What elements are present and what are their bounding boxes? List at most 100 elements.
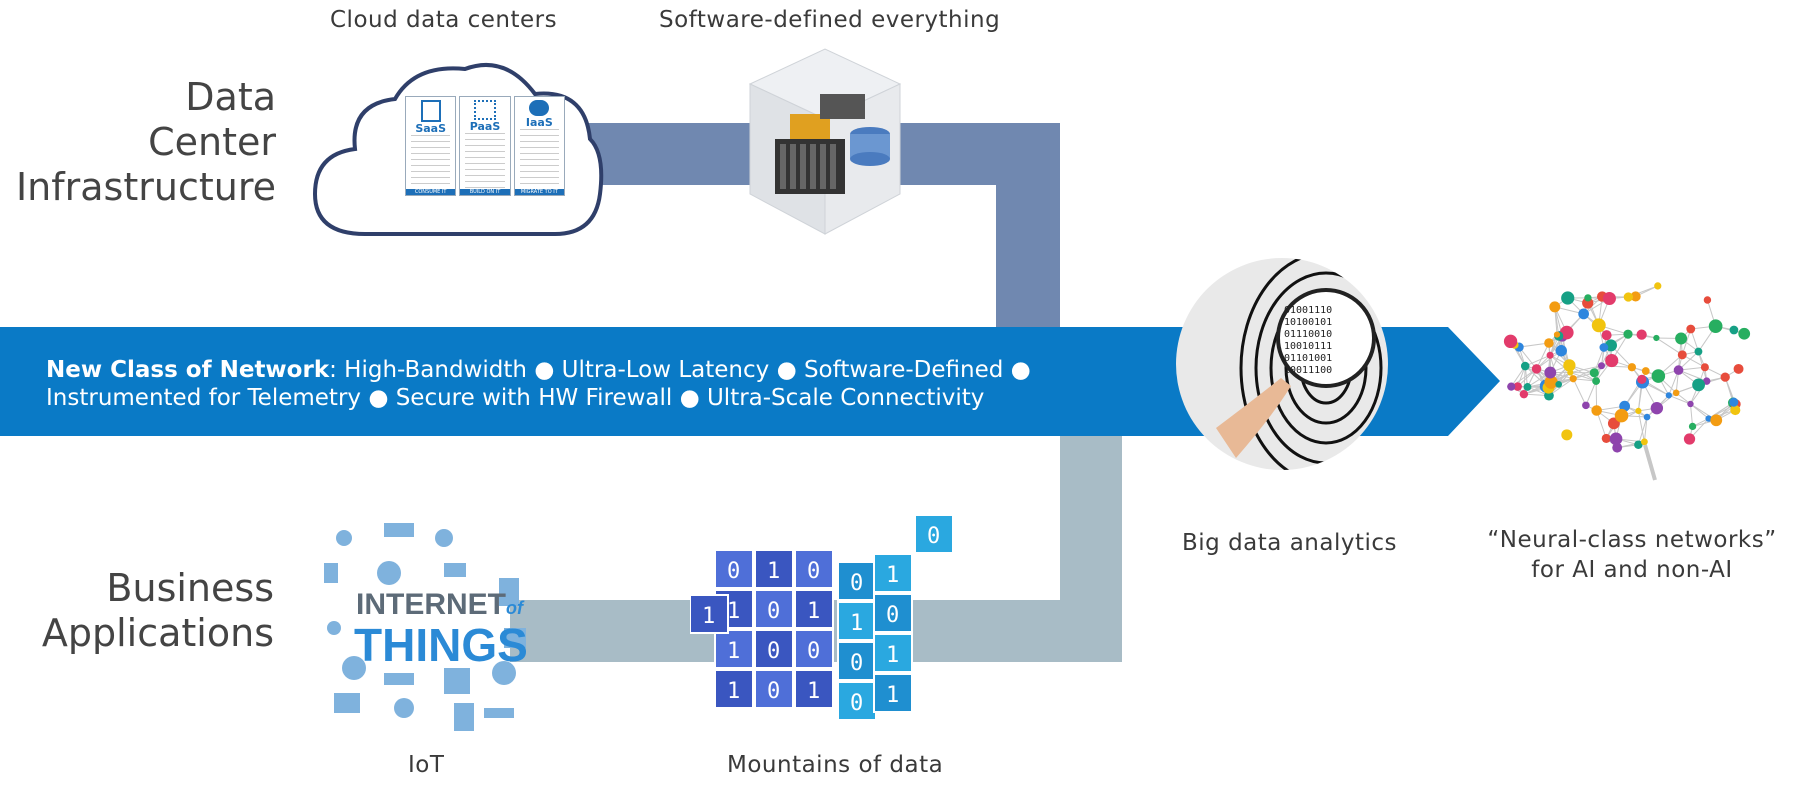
data-cube-digit: 0 xyxy=(886,603,899,628)
brain-node xyxy=(1720,372,1730,382)
brain-node xyxy=(1578,308,1589,320)
data-cube-digit: 0 xyxy=(767,599,780,624)
data-center-title: Data Center Infrastructure xyxy=(15,75,276,209)
data-cube-digit: 0 xyxy=(807,559,820,584)
brain-node xyxy=(1614,408,1629,423)
data-cube-block xyxy=(754,549,794,589)
brain-node xyxy=(1650,401,1664,415)
brain-node xyxy=(1623,292,1634,302)
brain-node xyxy=(1602,291,1616,306)
network-banner-arrow xyxy=(0,327,1500,436)
brain-node xyxy=(1683,433,1696,445)
svg-text:10100101: 10100101 xyxy=(1284,317,1332,328)
data-cube-block xyxy=(794,549,834,589)
iot-logo-internet: INTERNETof xyxy=(356,588,523,621)
data-cube-block xyxy=(754,629,794,669)
brain-node xyxy=(1561,429,1573,441)
brain-node xyxy=(1597,362,1606,370)
brain-node xyxy=(1561,291,1575,305)
brain-node xyxy=(1559,325,1574,340)
data-cube-digit: 1 xyxy=(886,683,899,708)
brain-node xyxy=(1653,334,1660,342)
svg-text:10010111: 10010111 xyxy=(1284,341,1332,352)
brain-node xyxy=(1519,389,1529,399)
data-cube-block xyxy=(794,589,834,629)
svg-text:01001110: 01001110 xyxy=(1284,305,1332,316)
brain-node xyxy=(1710,414,1723,427)
brain-node xyxy=(1694,347,1703,356)
data-cube-block xyxy=(714,549,754,589)
brain-node xyxy=(1636,329,1647,340)
iot-graphic: INTERNETof THINGS xyxy=(314,518,554,733)
data-cube-block xyxy=(837,561,877,601)
data-cube-digit: 0 xyxy=(807,639,820,664)
saas-icon xyxy=(420,100,441,122)
brain-node xyxy=(1553,331,1561,338)
data-cube-digit: 1 xyxy=(727,639,740,664)
iaas-card: IaaS MIGRATE TO IT xyxy=(513,96,565,196)
iaas-cloud-icon xyxy=(529,100,550,116)
brain-link xyxy=(1570,372,1597,382)
data-cube-digit: 0 xyxy=(850,651,863,676)
brain-node xyxy=(1700,363,1709,372)
saas-card: SaaS CONSUME IT xyxy=(405,96,457,196)
data-cube-digit: 1 xyxy=(807,599,820,624)
data-cube-digit: 0 xyxy=(927,524,940,549)
brain-node xyxy=(1705,415,1712,422)
paas-icon xyxy=(473,100,496,120)
top-connector-vertical xyxy=(996,123,1060,333)
brain-node xyxy=(1544,366,1557,379)
data-cube-digit: 0 xyxy=(767,639,780,664)
software-label: Software-defined everything xyxy=(659,7,1001,33)
banner-line1: : High-Bandwidth ● Ultra-Low Latency ● S… xyxy=(329,357,1031,383)
data-cube-digit: 1 xyxy=(702,604,715,629)
brain-link xyxy=(1668,394,1691,405)
brain-link xyxy=(1643,416,1648,442)
brain-node xyxy=(1601,433,1611,443)
cloud-label: Cloud data centers xyxy=(330,7,558,33)
brain-node xyxy=(1623,329,1633,339)
data-cube-digit: 1 xyxy=(767,559,780,584)
server-cube-icon xyxy=(748,48,902,235)
data-cube-block xyxy=(714,669,754,709)
svg-text:01101001: 01101001 xyxy=(1284,353,1332,364)
neural-network-brain-graphic xyxy=(1495,270,1765,485)
data-cube-block xyxy=(914,514,954,554)
brain-node xyxy=(1654,282,1662,290)
brain-link xyxy=(1572,378,1587,406)
brain-link xyxy=(1681,328,1692,355)
brain-node xyxy=(1703,296,1712,304)
data-cube-block xyxy=(873,633,913,673)
banner-line2: Instrumented for Telemetry ● Secure with… xyxy=(46,385,985,411)
brain-node xyxy=(1523,383,1532,391)
data-cube-block xyxy=(873,553,913,593)
brain-node xyxy=(1630,291,1641,302)
brain-node xyxy=(1651,369,1666,383)
brain-node xyxy=(1729,397,1739,407)
brain-node xyxy=(1708,319,1723,334)
svg-text:01110010: 01110010 xyxy=(1284,329,1332,340)
neural-label: “Neural-class networks” for AI and non-A… xyxy=(1487,527,1777,583)
brain-node xyxy=(1637,374,1647,384)
brain-node xyxy=(1729,325,1739,335)
brain-node xyxy=(1687,400,1694,408)
brain-node xyxy=(1702,377,1711,385)
brain-node xyxy=(1549,301,1561,313)
brain-stem xyxy=(1643,444,1657,481)
brain-node xyxy=(1612,442,1623,453)
brain-node xyxy=(1569,375,1577,383)
brain-node xyxy=(1688,422,1697,431)
software-defined-cube xyxy=(730,44,920,240)
banner-title: New Class of Network xyxy=(46,357,330,383)
data-cube-digit: 0 xyxy=(850,691,863,716)
data-cube-digit: 1 xyxy=(727,679,740,704)
brain-node xyxy=(1555,381,1563,388)
brain-node xyxy=(1591,318,1606,333)
brain-node xyxy=(1627,363,1637,372)
brain-node xyxy=(1635,407,1642,415)
data-cube-block xyxy=(714,629,754,669)
brain-link xyxy=(1689,403,1694,427)
